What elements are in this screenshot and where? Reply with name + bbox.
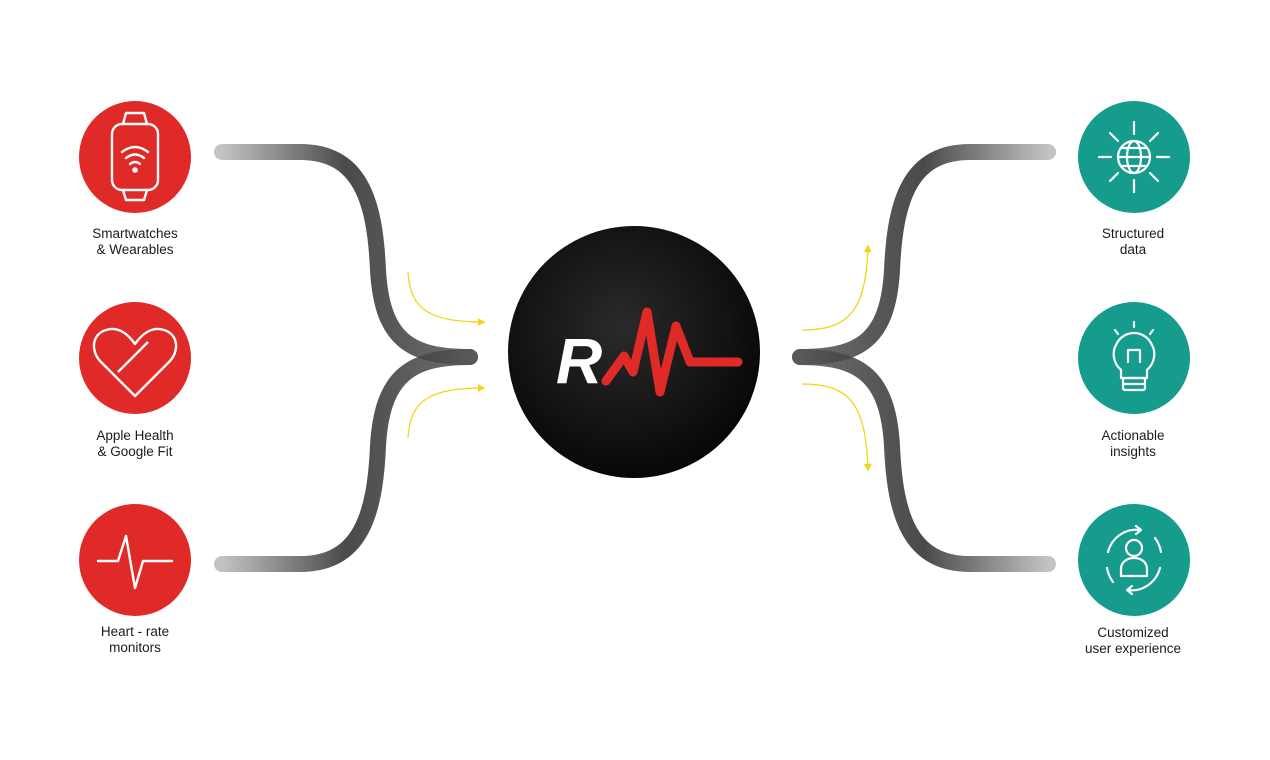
connector-heart-monitors <box>214 349 478 572</box>
arrow-in-top <box>407 271 486 326</box>
source-circle <box>79 101 191 213</box>
source-heart-monitors <box>79 504 191 616</box>
label-heart-monitors: Heart - rate monitors <box>100 624 170 655</box>
label-smartwatches: Smartwatches & Wearables <box>92 226 178 257</box>
label-user-experience: Customized user experience <box>1084 625 1182 656</box>
label-insights: Actionable insights <box>1101 428 1165 459</box>
label-health-apps: Apple Health & Google Fit <box>96 428 174 459</box>
user-cycle-icon <box>1105 524 1163 596</box>
rm-logo-icon: R <box>556 307 743 397</box>
output-structured-data <box>1078 101 1190 213</box>
flow-arrows <box>407 244 872 472</box>
right-connectors <box>780 144 1072 572</box>
output-insights <box>1078 302 1190 414</box>
connector-wearables <box>214 144 478 365</box>
output-user-experience <box>1078 504 1190 616</box>
smartwatch-icon <box>110 111 160 202</box>
heartbeat-icon <box>96 534 174 590</box>
source-smartwatches <box>79 101 191 213</box>
source-circle <box>79 302 191 414</box>
lightbulb-icon <box>1112 320 1156 392</box>
output-circle <box>1078 504 1190 616</box>
arrow-out-top <box>801 244 872 331</box>
logo-letter: R <box>556 325 602 397</box>
source-circle <box>79 504 191 616</box>
left-connectors <box>198 144 490 572</box>
globe-icon <box>1097 120 1171 194</box>
arrow-in-bottom <box>407 384 486 439</box>
label-structured-data: Structured data <box>1101 226 1165 257</box>
arrow-out-bottom <box>801 383 872 472</box>
logo-pulse-line <box>601 307 743 397</box>
source-health-apps <box>79 302 191 414</box>
heart-icon <box>92 327 178 398</box>
output-circle <box>1078 302 1190 414</box>
hub: R <box>508 226 760 478</box>
connector-structured-data <box>792 144 1056 365</box>
connector-user-experience <box>792 349 1056 572</box>
